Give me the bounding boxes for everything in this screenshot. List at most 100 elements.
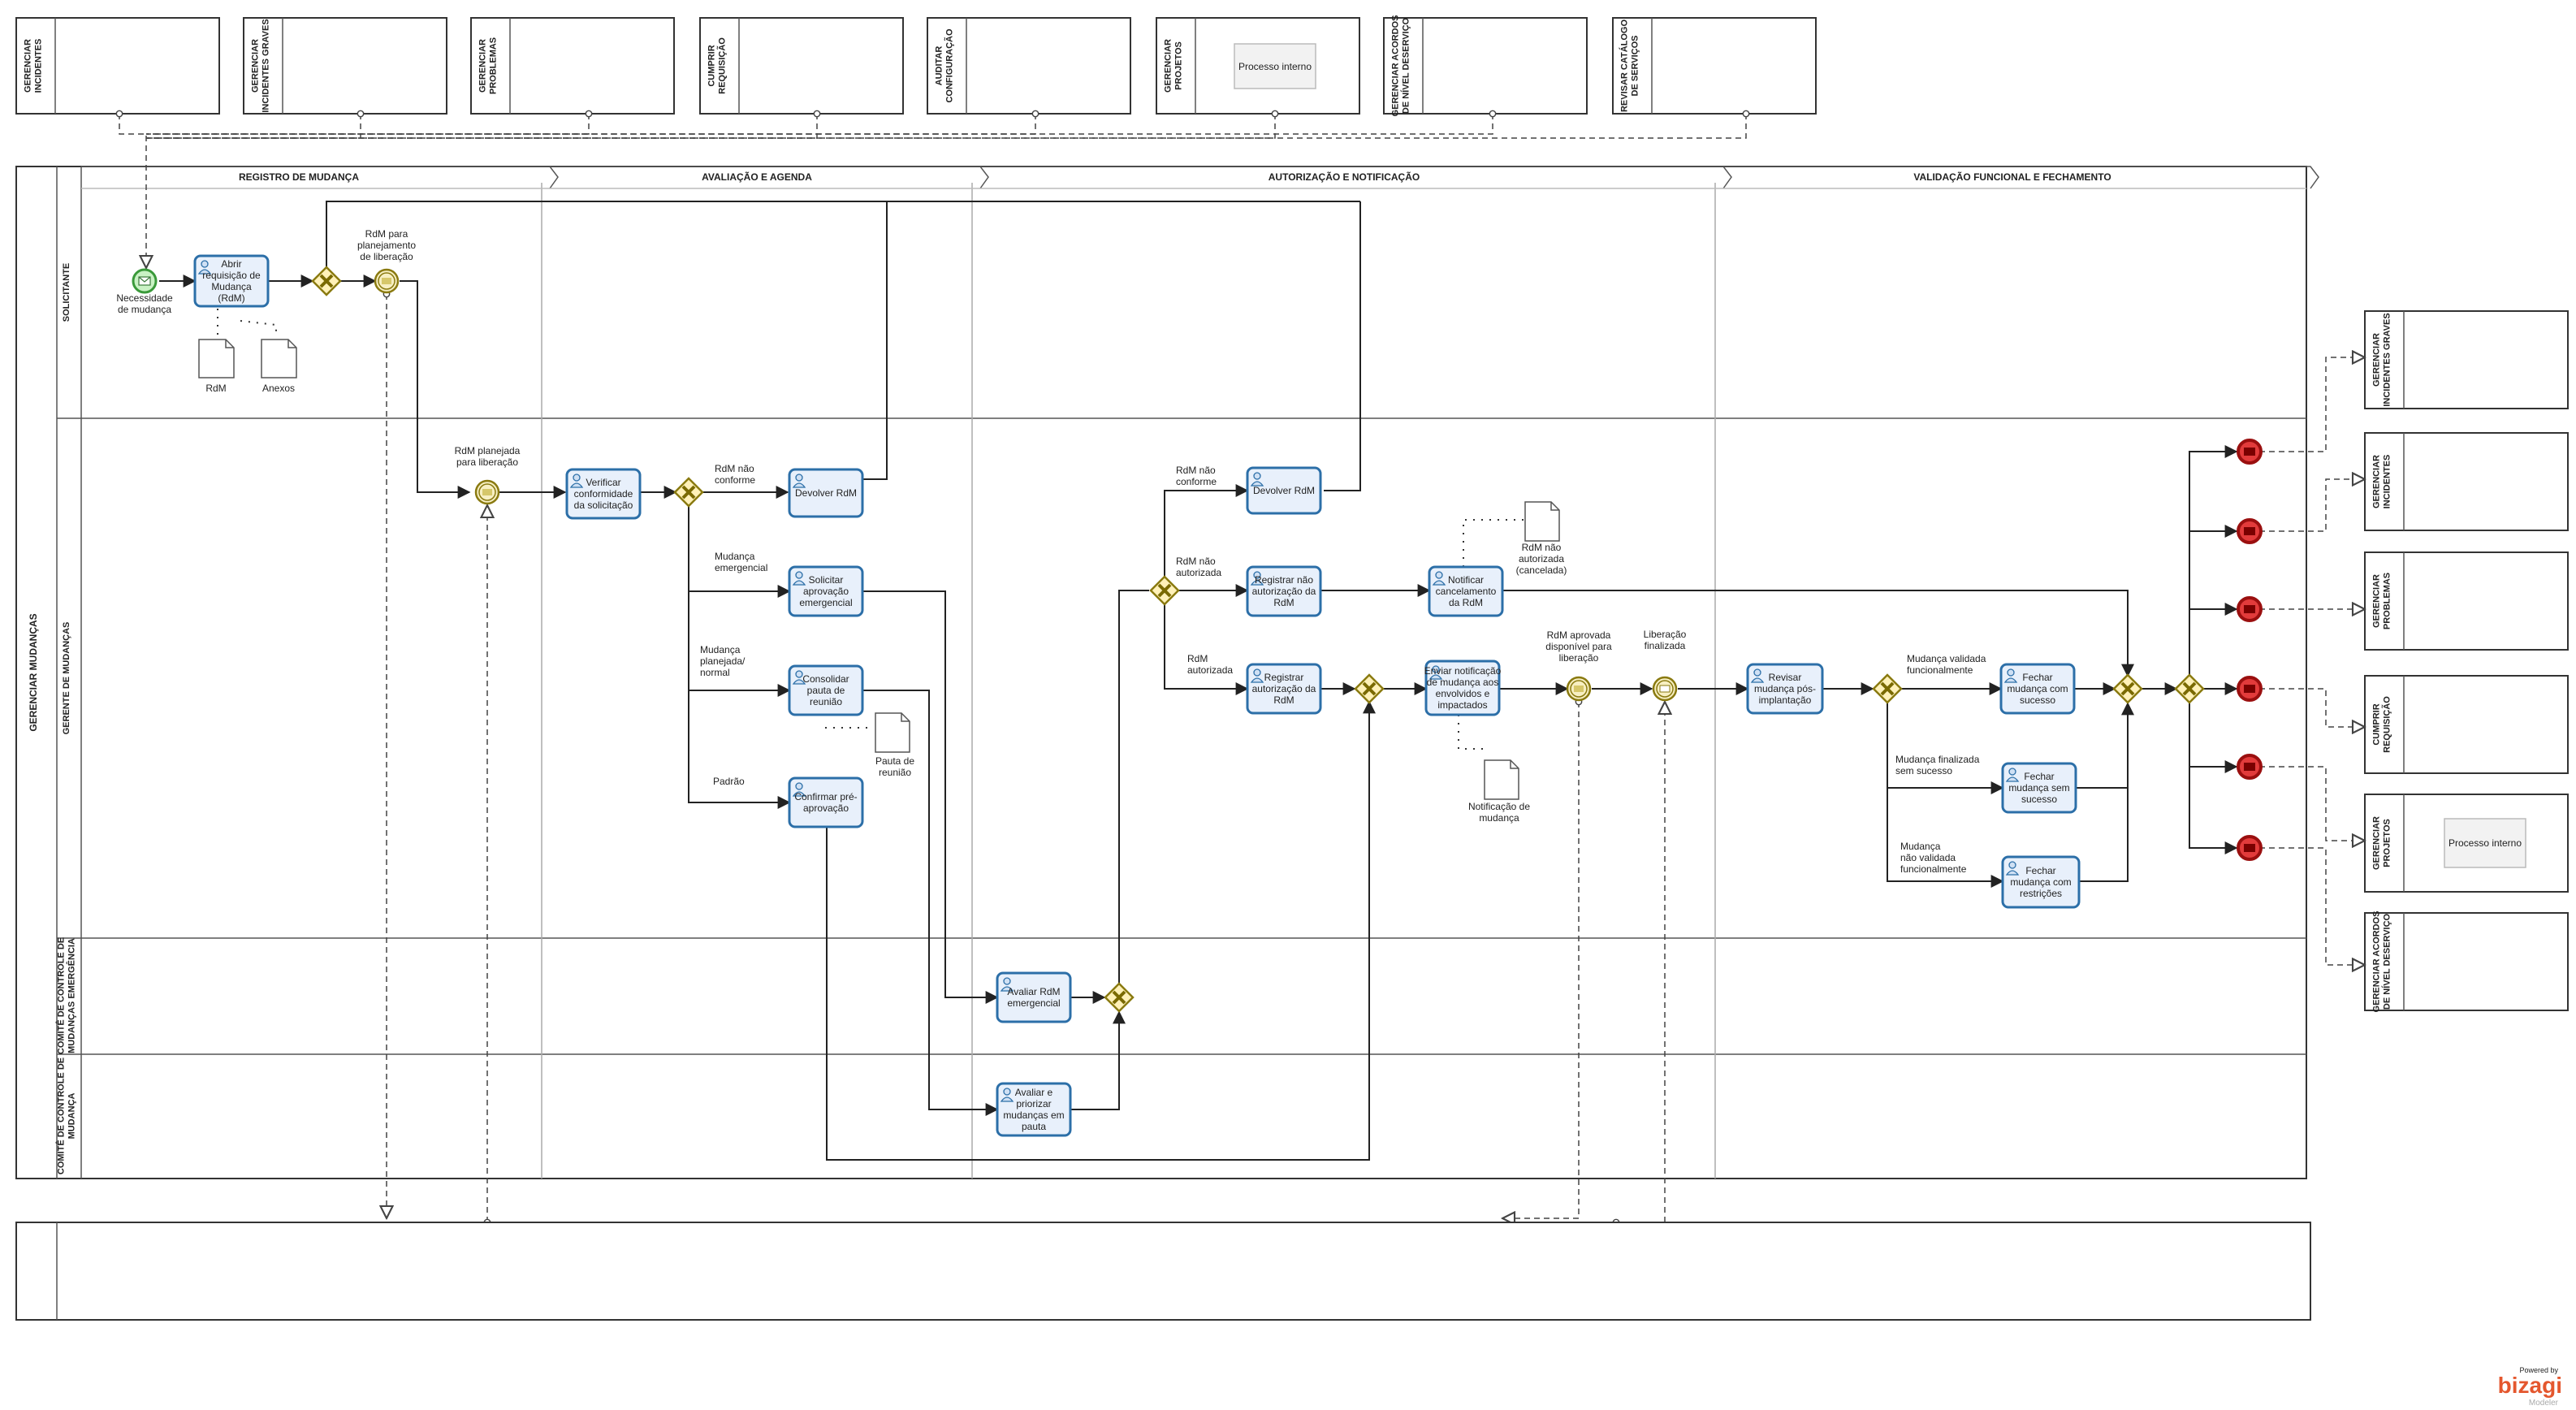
pool-problemas: GERENCIARPROBLEMAS (470, 17, 675, 115)
sequence-flows (159, 201, 2238, 1161)
task-devolver2[interactable]: Devolver RdM (1246, 466, 1322, 515)
pool-catalogo: REVISAR CATÁLOGODE SERVIÇOS (1612, 17, 1817, 115)
pool-acordos: GERENCIAR ACORDOSDE NÍVEL DESERVIÇO (1383, 15, 1588, 117)
internal-process-label: Processo interno (2448, 837, 2522, 849)
intermediate-message-event (474, 479, 500, 505)
document-icon (198, 339, 235, 378)
gateway-exclusive (1104, 982, 1135, 1013)
user-task-icon (792, 474, 806, 488)
document-icon (875, 712, 910, 753)
pool-title: GERENCIARINCIDENTES GRAVES (251, 19, 271, 112)
associations (217, 309, 1525, 750)
end-message-event (2237, 835, 2263, 861)
lane-gerente: GERENTE DE MUDANÇAS (62, 622, 71, 735)
internal-process-box (1234, 43, 1316, 89)
task-devolver1[interactable]: Devolver RdM (788, 468, 864, 518)
pool-title: GERENCIAR ACORDOSDE NÍVEL DESERVIÇO (2372, 911, 2392, 1013)
bottom-pool-gerenciar-liberacao (15, 1222, 2311, 1321)
pool-configuracao: AUDITARCONFIGURAÇÃO (927, 17, 1131, 115)
pool-title: CUMPRIRREQUISIÇÃO (707, 37, 728, 94)
task-label: Confirmar pré-aprovação (794, 791, 857, 814)
pool-title: GERENCIAR ACORDOSDE NÍVEL DESERVIÇO (1391, 15, 1411, 117)
pool-incidentes_graves: GERENCIARINCIDENTES GRAVES (243, 17, 447, 115)
document-label: RdM (205, 383, 226, 394)
user-task-icon (2005, 768, 2020, 782)
pool-r_incid_graves: GERENCIARINCIDENTES GRAVES (2364, 310, 2569, 409)
task-confirmar[interactable]: Confirmar pré-aprovação (788, 776, 864, 828)
end-message-event (2237, 518, 2263, 544)
task-label: Devolver RdM (795, 487, 857, 499)
pool-title: GERENCIARPROBLEMAS (2372, 573, 2392, 629)
lane-cab: COMITÊ DE CONTROLE DEMUDANÇA (56, 1058, 77, 1174)
pool-r_requisicao: CUMPRIRREQUISIÇÃO (2364, 675, 2569, 774)
pool-r_problemas: GERENCIARPROBLEMAS (2364, 551, 2569, 651)
gateway-exclusive (2112, 673, 2143, 704)
internal-process-box (2444, 818, 2526, 868)
gateway-exclusive (673, 477, 704, 508)
intermediate-message-event (374, 268, 400, 294)
pool-title: GERENCIARPROJETOS (2372, 816, 2392, 870)
document-icon (1524, 501, 1560, 542)
phase-title: AVALIAÇÃO E AGENDA (702, 171, 812, 183)
pool-title: GERENCIARPROBLEMAS (478, 37, 499, 94)
user-task-icon (2003, 668, 2018, 683)
pool-title: GERENCIARPROJETOS (1164, 39, 1184, 93)
pool-requisicao: CUMPRIRREQUISIÇÃO (699, 17, 904, 115)
events (132, 268, 2263, 861)
user-task-icon (569, 474, 584, 488)
document-label: Anexos (262, 383, 295, 394)
end-message-event (2237, 754, 2263, 780)
end-message-event (2237, 439, 2263, 465)
pool-r_projetos: GERENCIARPROJETOS Processo interno (2364, 794, 2569, 893)
user-task-icon (1432, 571, 1446, 586)
internal-process-label: Processo interno (1238, 61, 1312, 72)
svg-text:bizagi: bizagi (2498, 1373, 2562, 1398)
lane-solicitante: SOLICITANTE (62, 263, 71, 322)
pool-title: GERENCIARINCIDENTES GRAVES (2372, 313, 2392, 406)
gateway-exclusive (1149, 575, 1180, 606)
main-pool (15, 166, 2319, 1179)
intermediate-message-event (1566, 676, 1592, 702)
user-task-icon (1250, 668, 1264, 683)
user-task-icon (2005, 861, 2020, 876)
document-icon (1484, 759, 1519, 800)
lane-cab_emerg: COMITÊ DE CONTROLE DEMUDANÇAS EMERGÊNCIA (56, 937, 77, 1054)
